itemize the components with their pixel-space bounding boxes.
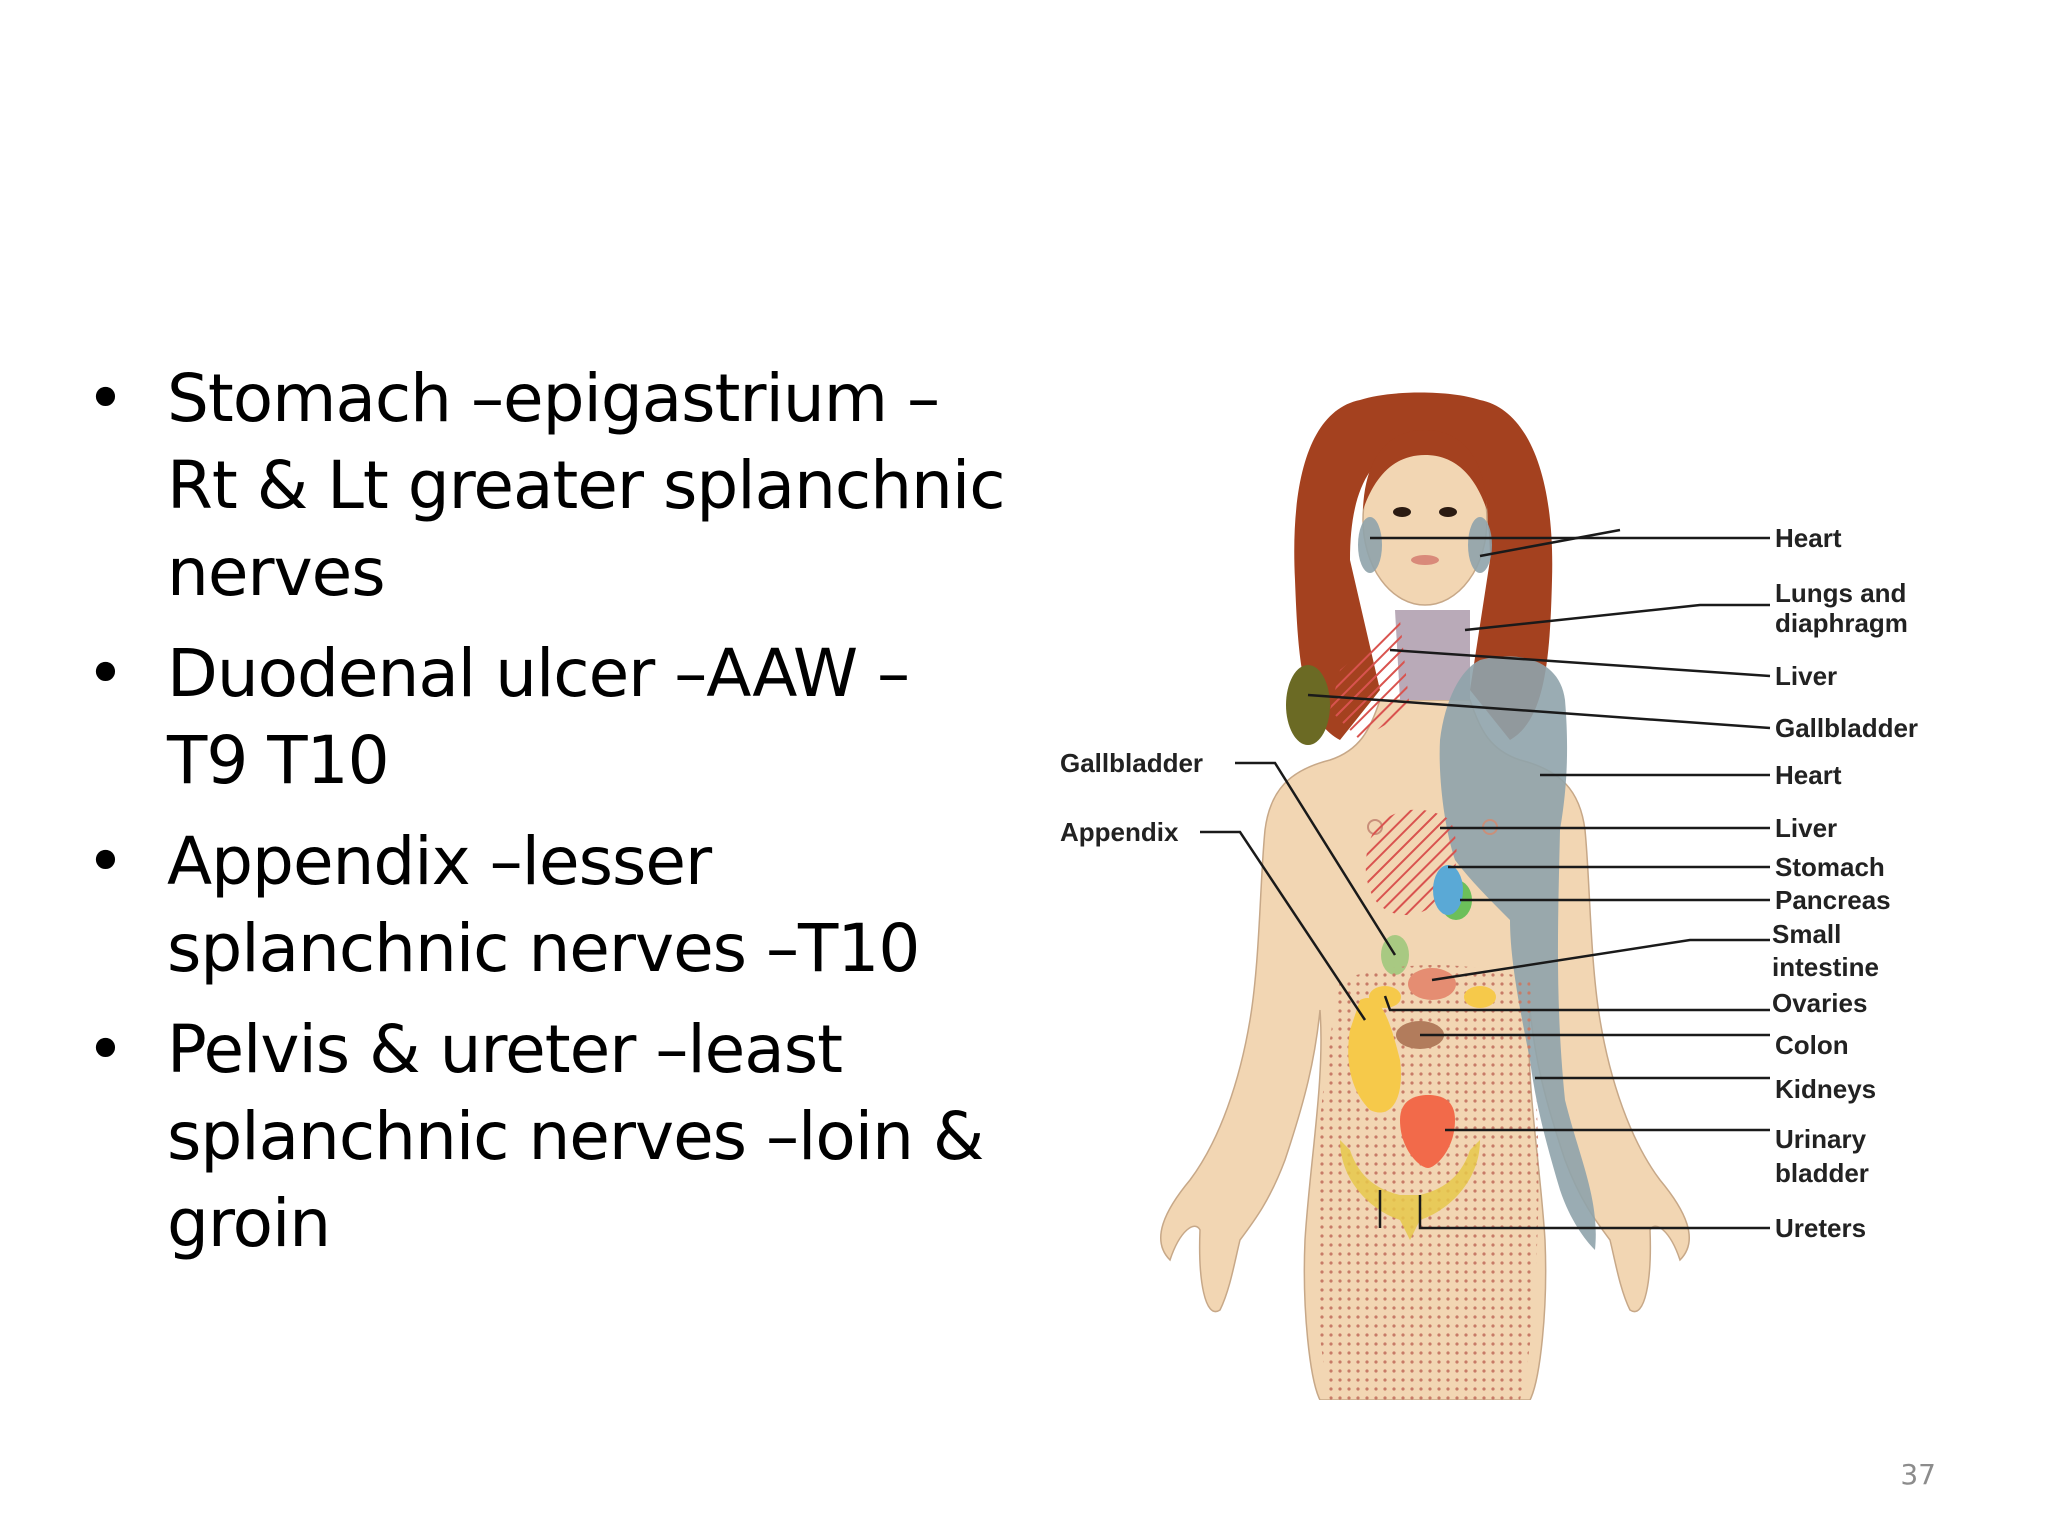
heart-zone-chest-arm [1439,656,1596,1250]
leader-ovaries [1383,995,1770,1012]
bullet-glyph: • [86,1011,125,1088]
ovary-right [1464,986,1496,1008]
left-labels: Gallbladder Appendix [1060,748,1203,847]
bullet-item-pelvis-ureter: • Pelvis & ureter –least splanchnic nerv… [82,1006,1042,1267]
leader-liver-1 [1389,648,1771,678]
label-pancreas: Pancreas [1775,885,1891,915]
bullet-line: Pelvis & ureter –least [167,1011,843,1088]
label-kidneys: Kidneys [1775,1074,1876,1104]
label-colon: Colon [1775,1030,1849,1060]
leader-heart-1b [1479,528,1621,558]
label-small-intestine-1: Small [1772,919,1841,949]
referred-pain-body-diagram: Heart Lungs and diaphragm Liver Gallblad… [1060,392,1918,1400]
bullet-line: splanchnic nerves –T10 [167,910,920,987]
lungs-diaphragm-zone [1395,610,1470,700]
label-gallbladder-1: Gallbladder [1775,713,1918,743]
bullet-line: Duodenal ulcer –AAW – [167,635,910,712]
leader-lines [1200,528,1771,1230]
bullet-line: nerves [167,534,386,611]
label-liver-1: Liver [1775,661,1837,691]
bullet-line: groin [167,1185,331,1262]
label-ovaries: Ovaries [1772,988,1867,1018]
right-labels: Heart Lungs and diaphragm Liver Gallblad… [1772,523,1918,1243]
label-heart-2: Heart [1775,760,1842,790]
bullet-line: Appendix –lesser [167,823,712,900]
bullet-item-stomach: • Stomach –epigastrium – Rt & Lt greater… [82,355,1042,616]
bullet-item-duodenal-ulcer: • Duodenal ulcer –AAW – T9 T10 [82,630,1042,804]
label-ureters: Ureters [1775,1213,1866,1243]
label-urinary-2: bladder [1775,1158,1869,1188]
bullet-line: Stomach –epigastrium – [167,360,940,437]
label-appendix-left: Appendix [1060,817,1179,847]
leader-gallbladder-left [1235,761,1397,956]
gallbladder-zone-shoulder [1286,665,1330,745]
leader-gallbladder-1 [1307,693,1771,730]
label-liver-2: Liver [1775,813,1837,843]
bullet-line: Rt & Lt greater splanchnic [167,447,1005,524]
bullet-glyph: • [86,360,125,437]
heart-zone-jaw-right [1468,517,1492,573]
bullet-line: T9 T10 [167,722,390,799]
left-eye [1393,507,1411,517]
slide-number: 37 [1900,1458,1936,1491]
urinary-bladder-zone [1400,1095,1455,1168]
hair [1294,392,1553,740]
heart-zone-jaw-left [1358,517,1382,573]
bullet-list: • Stomach –epigastrium – Rt & Lt greater… [82,355,1042,1281]
leader-appendix [1200,830,1367,1021]
leader-ureters [1378,1190,1770,1230]
stomach-zone [1433,865,1463,915]
small-intestine-zone [1408,968,1456,1000]
bullet-line: splanchnic nerves –loin & [167,1098,984,1175]
label-urinary-1: Urinary [1775,1124,1867,1154]
label-small-intestine-2: intestine [1772,952,1879,982]
bullet-glyph: • [86,823,125,900]
label-heart-1: Heart [1775,523,1842,553]
appendix-zone [1348,998,1401,1113]
label-gallbladder-left: Gallbladder [1060,748,1203,778]
label-stomach: Stomach [1775,852,1885,882]
leader-small-intestine [1431,938,1770,982]
leader-lungs [1464,603,1770,632]
bullet-glyph: • [86,635,125,712]
ureters-zone [1340,1140,1480,1240]
label-lungs-2: diaphragm [1775,608,1908,638]
right-eye [1439,507,1457,517]
mouth [1411,555,1439,565]
hair-fringe [1363,430,1487,510]
label-lungs-1: Lungs and [1775,578,1906,608]
bullet-item-appendix: • Appendix –lesser splanchnic nerves –T1… [82,818,1042,992]
